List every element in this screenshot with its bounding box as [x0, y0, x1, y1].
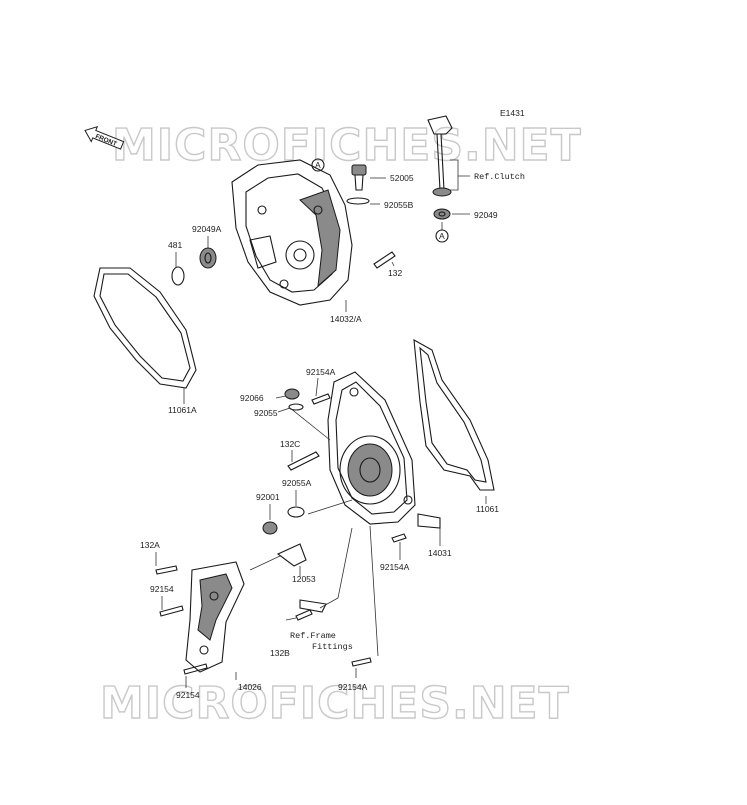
part-label[interactable]: 11061: [476, 504, 499, 514]
part-label[interactable]: 132: [388, 268, 402, 278]
bolt-132c[interactable]: [287, 451, 320, 471]
frame-bracket[interactable]: [299, 599, 327, 613]
part-label[interactable]: 12053: [292, 574, 316, 584]
note-ref-clutch: Ref.Clutch: [474, 172, 525, 182]
watermark-bottom: MICROFICHES.NET: [100, 678, 570, 729]
circlip-481[interactable]: [171, 266, 185, 286]
clutch-cover-14032[interactable]: [231, 159, 353, 306]
part-label[interactable]: 481: [168, 240, 182, 250]
bolt-92154-bottom[interactable]: [183, 663, 208, 675]
ref-marker-a-right: A: [435, 229, 449, 243]
sprocket-cover-14026[interactable]: [185, 561, 245, 673]
gasket-11061[interactable]: [413, 339, 495, 491]
part-label[interactable]: 92154A: [380, 562, 410, 572]
part-label[interactable]: 11061A: [168, 405, 197, 415]
note-ref-frame: Ref.Frame: [290, 631, 336, 641]
svg-text:A: A: [439, 231, 445, 241]
bolt-132a[interactable]: [155, 565, 178, 575]
svg-text:A: A: [315, 160, 321, 170]
part-label[interactable]: 132B: [270, 648, 290, 658]
seal-92049a-bore: [204, 252, 212, 264]
watermark-top: MICROFICHES.NET: [112, 120, 582, 171]
part-label[interactable]: 92055A: [282, 478, 312, 488]
oil-filler-cap-52005[interactable]: [346, 164, 370, 205]
part-label[interactable]: 92049A: [192, 224, 222, 234]
part-label[interactable]: 14031: [428, 548, 452, 558]
part-label[interactable]: 92066: [240, 393, 264, 403]
part-label[interactable]: 132A: [140, 540, 160, 550]
gasket-11061a[interactable]: [93, 267, 197, 389]
bolt-92154-top[interactable]: [159, 605, 184, 617]
bracket-14031[interactable]: [417, 513, 441, 529]
part-label[interactable]: 92055: [254, 408, 278, 418]
bolt-92154a-bottom[interactable]: [351, 657, 372, 667]
part-label[interactable]: 92154A: [338, 682, 368, 692]
part-label[interactable]: 92154: [176, 690, 200, 700]
bolt-132b[interactable]: [295, 609, 313, 621]
bolt-92154a-top[interactable]: [311, 393, 331, 405]
bracket-12053[interactable]: [276, 543, 307, 567]
part-label[interactable]: 92154A: [306, 367, 336, 377]
ref-marker-a-top: A: [311, 158, 325, 172]
clutch-shaft-assembly[interactable]: [427, 115, 453, 220]
part-label[interactable]: 92049: [474, 210, 498, 220]
bolt-132[interactable]: [373, 251, 396, 269]
part-label[interactable]: 52005: [390, 173, 414, 183]
part-label[interactable]: 92154: [150, 584, 174, 594]
bolt-92154a-mid[interactable]: [391, 533, 407, 543]
part-label[interactable]: 14032/A: [330, 314, 362, 324]
part-label[interactable]: 14026: [238, 682, 262, 692]
part-label[interactable]: 132C: [280, 439, 300, 449]
generator-cover-14031[interactable]: [327, 371, 416, 525]
part-label[interactable]: 92055B: [384, 200, 414, 210]
seal-92049a[interactable]: [199, 247, 217, 269]
oring-92055a[interactable]: [287, 506, 305, 518]
plug-92001[interactable]: [262, 521, 278, 535]
diagram-code: E1431: [500, 108, 525, 118]
plug-92066[interactable]: [284, 388, 304, 411]
part-label[interactable]: 92001: [256, 492, 280, 502]
note-ref-frame-fittings: Fittings: [312, 642, 353, 652]
